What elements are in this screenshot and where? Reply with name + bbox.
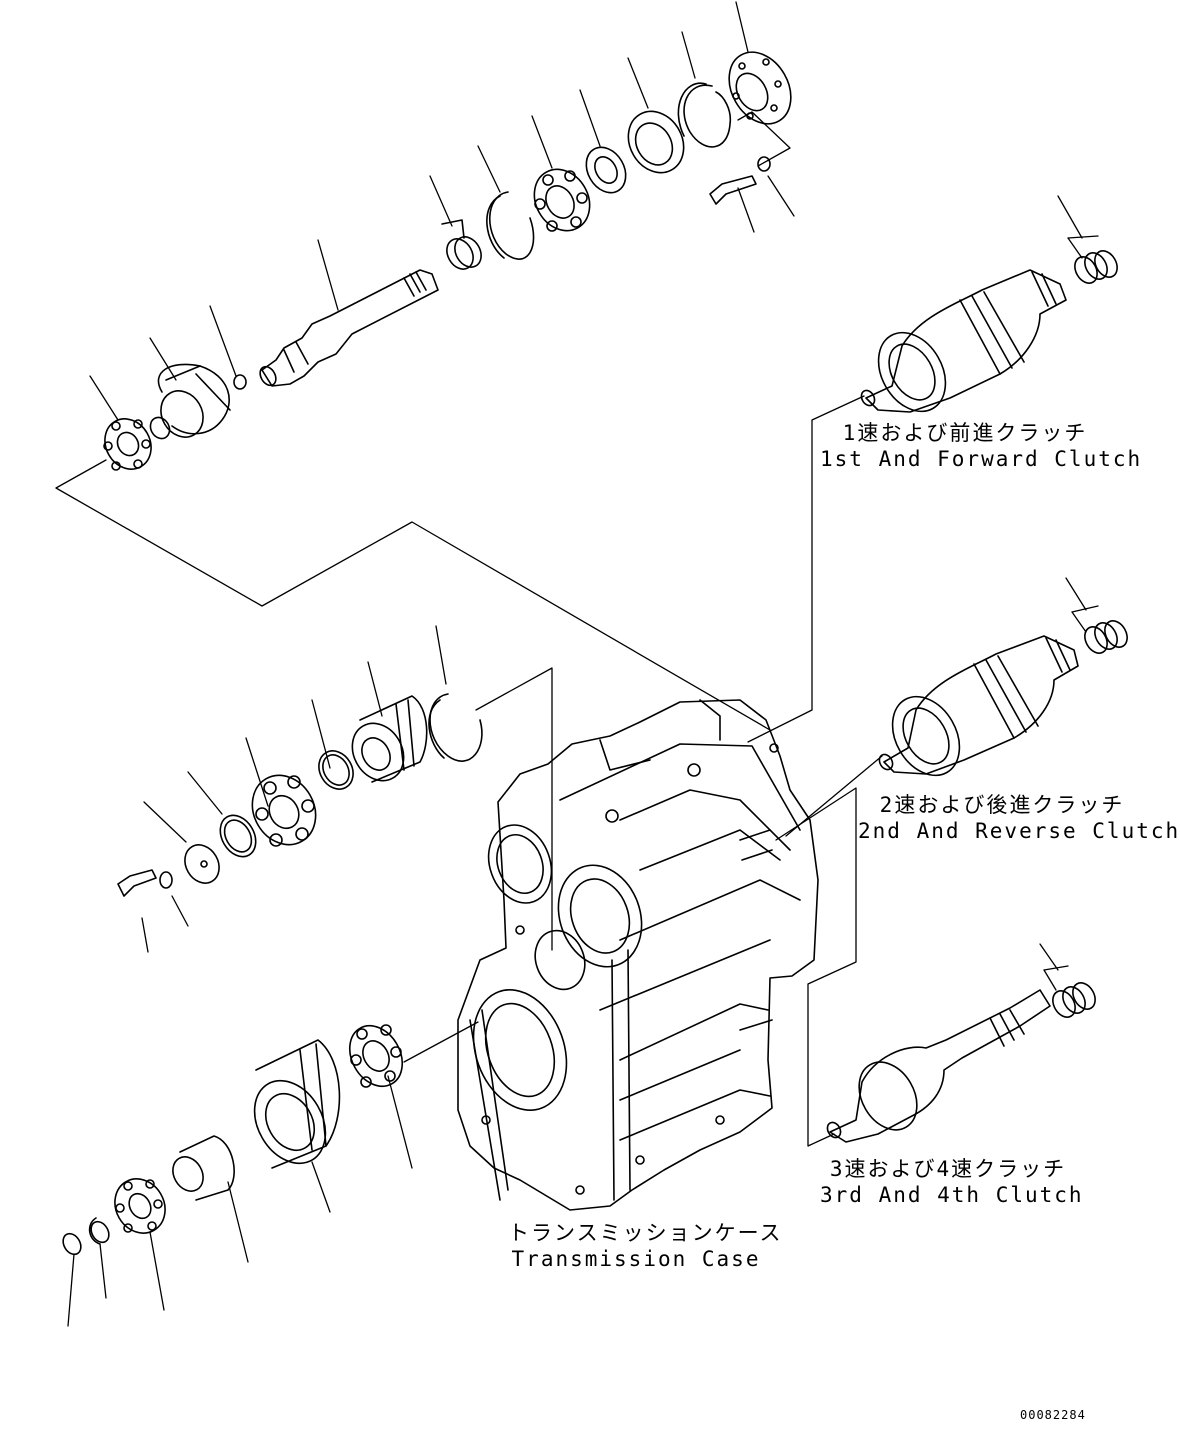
- clutch3-label: 3速および4速クラッチ 3rd And 4th Clutch: [820, 1156, 1084, 1208]
- clutch1-label-en: 1st And Forward Clutch: [820, 447, 1143, 471]
- case-label-en: Transmission Case: [511, 1247, 761, 1271]
- assembly-reference-lines: [55, 111, 1099, 1147]
- clutch3-label-jp: 3速および4速クラッチ: [829, 1157, 1067, 1181]
- transmission-case: [457, 699, 819, 1211]
- clutch2-label-en: 2nd And Reverse Clutch: [858, 819, 1180, 843]
- clutch1-label-jp: 1速および前進クラッチ: [842, 421, 1088, 445]
- case-label: トランスミッションケース Transmission Case: [508, 1220, 783, 1272]
- clutch2-label-jp: 2速および後進クラッチ: [879, 793, 1125, 817]
- clutch-2nd-reverse: [878, 620, 1128, 777]
- document-number: 00082284: [1020, 1408, 1086, 1422]
- clutch3-label-en: 3rd And 4th Clutch: [820, 1183, 1084, 1207]
- top-shaft-parts: [103, 51, 792, 471]
- clutch2-label: 2速および後進クラッチ 2nd And Reverse Clutch: [858, 792, 1180, 844]
- bottom-left-parts: [62, 1024, 404, 1256]
- part-leader-lines: [67, 1, 1087, 1327]
- clutch-1st-forward: [860, 250, 1118, 413]
- clutch-3rd-4th: [826, 982, 1096, 1143]
- clutch1-label: 1速および前進クラッチ 1st And Forward Clutch: [820, 420, 1143, 472]
- case-label-jp: トランスミッションケース: [508, 1221, 783, 1245]
- middle-left-parts: [117, 693, 483, 897]
